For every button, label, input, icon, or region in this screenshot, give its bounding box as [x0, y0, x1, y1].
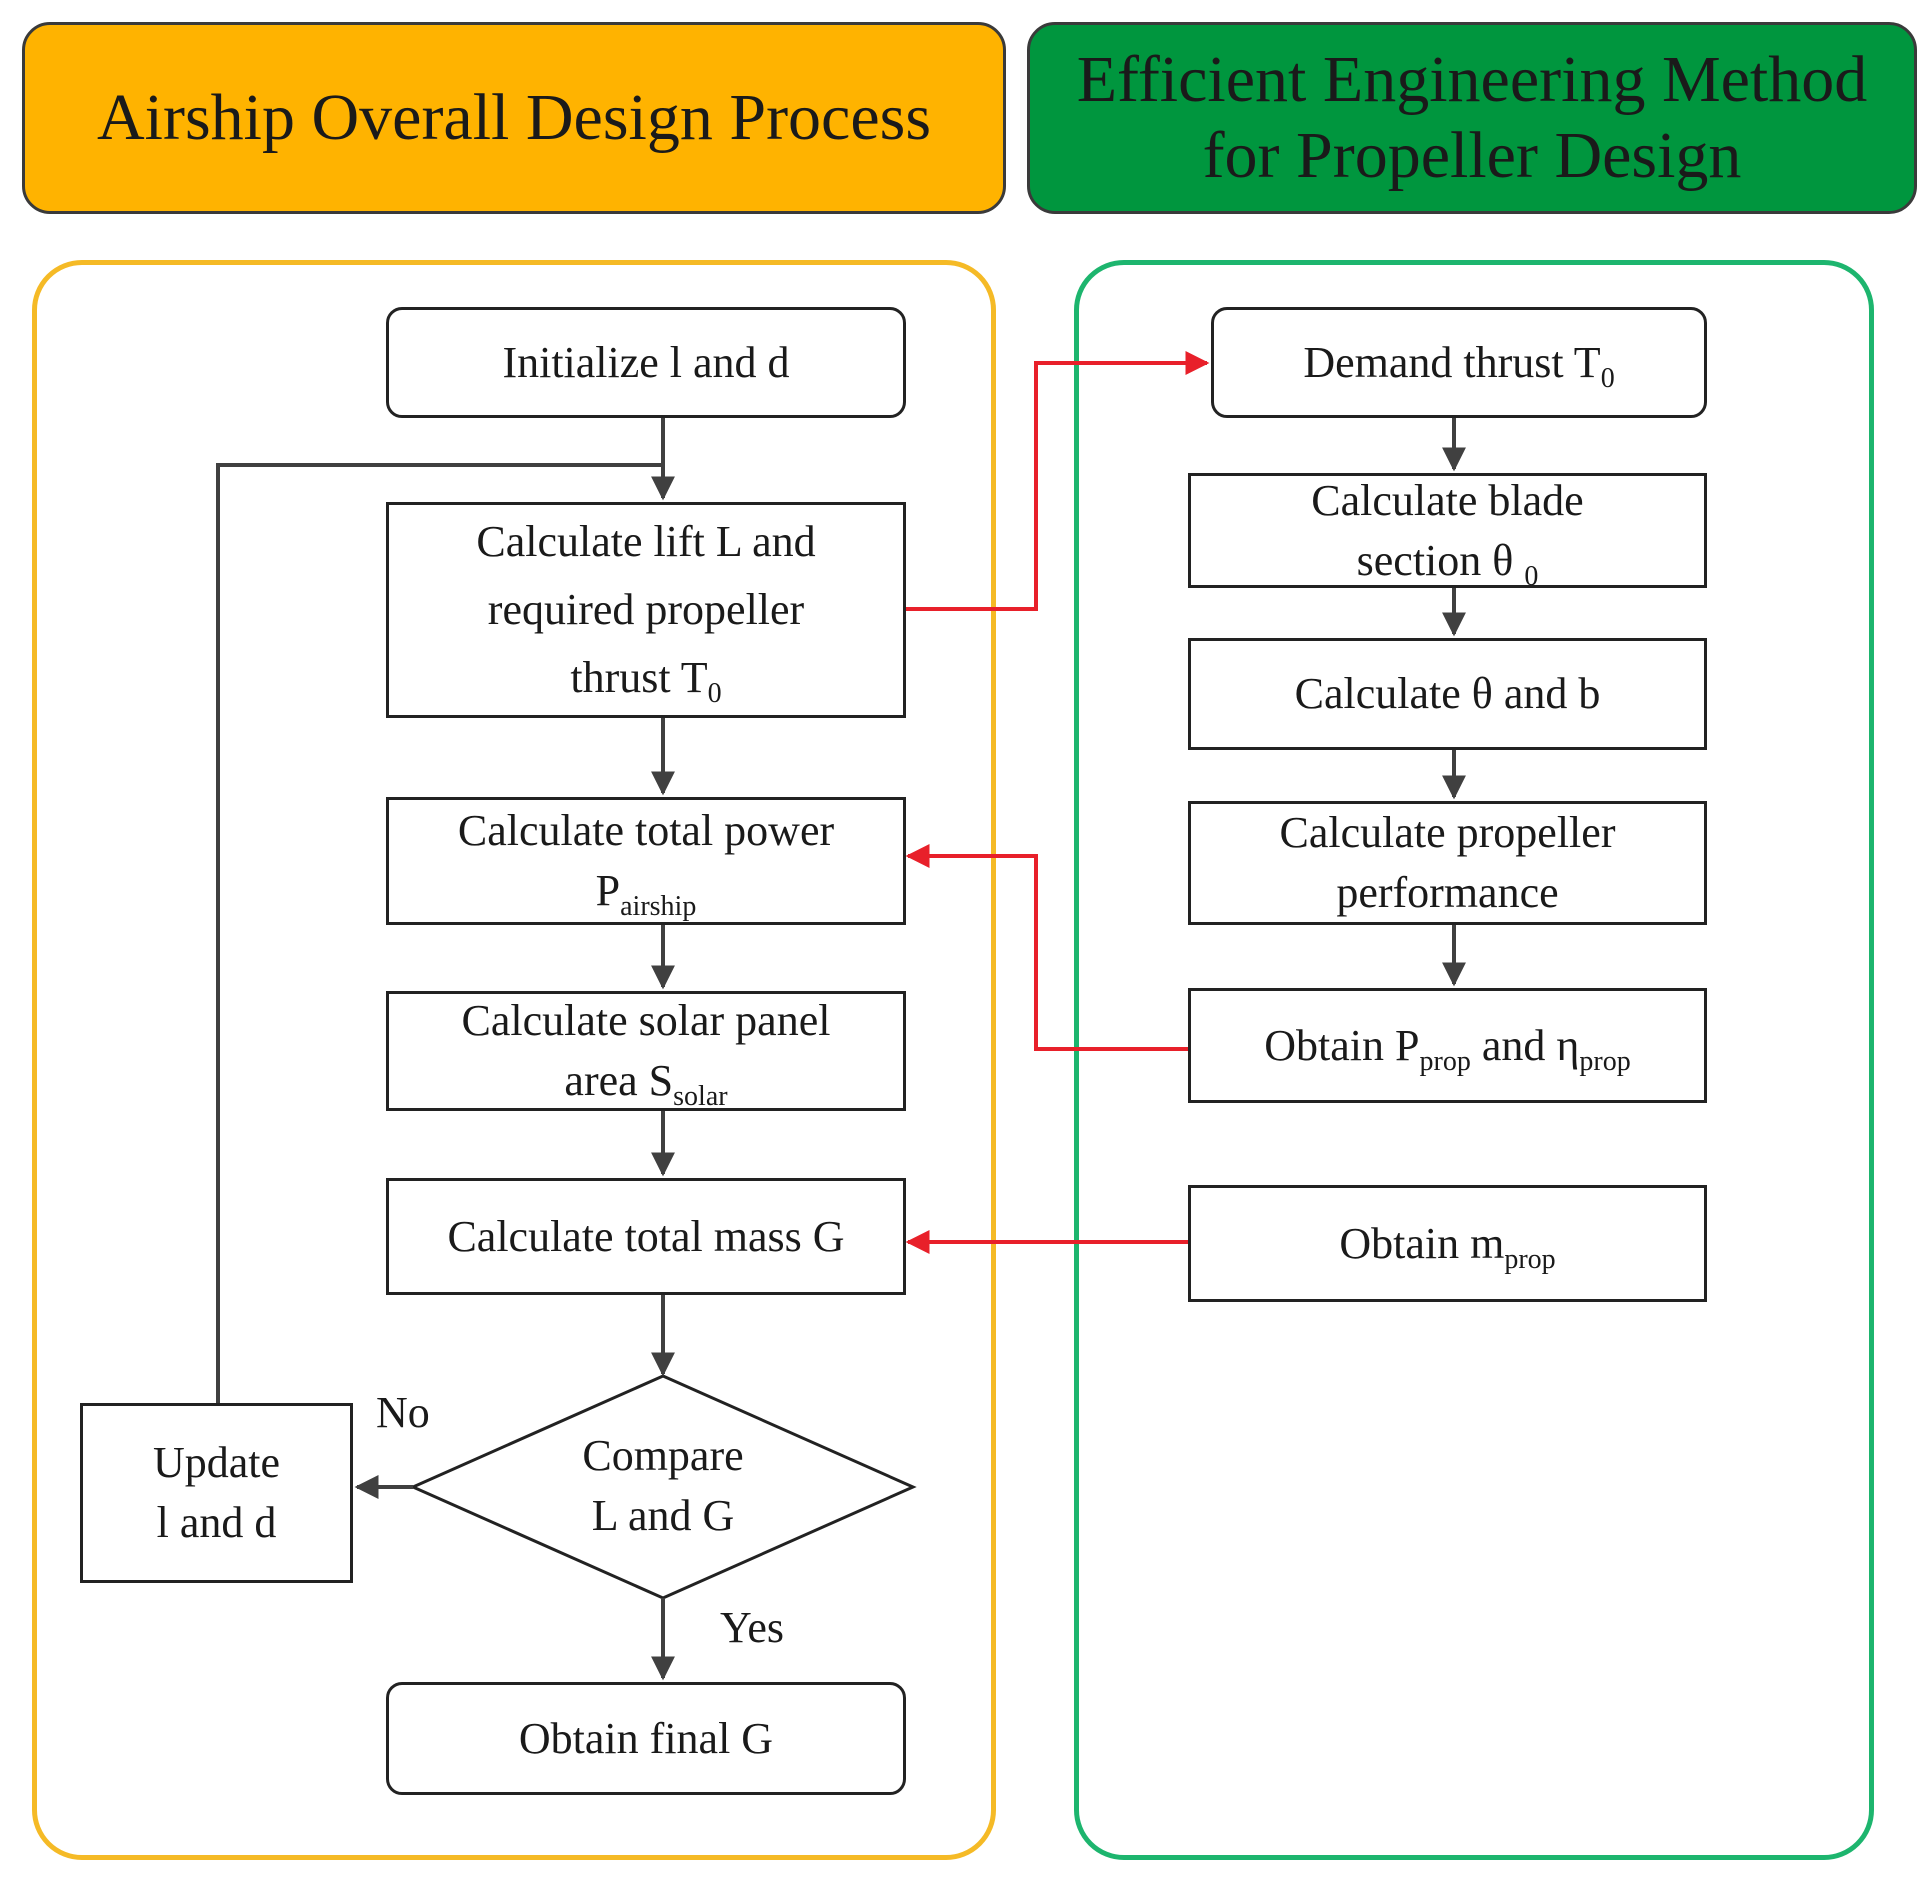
- update-line2: l and d: [156, 1498, 277, 1547]
- airship-design-header: Airship Overall Design Process: [22, 22, 1006, 214]
- initialize-box: Initialize l and d: [386, 307, 906, 418]
- calculate-theta-b-box: Calculate θ and b: [1188, 638, 1707, 750]
- update-box: Update l and d: [80, 1403, 353, 1583]
- calculate-mass-box: Calculate total mass G: [386, 1178, 906, 1295]
- calculate-solar-line2: area Ssolar: [564, 1056, 728, 1112]
- obtain-mprop-text: Obtain mprop: [1339, 1218, 1556, 1275]
- calculate-lift-line1: Calculate lift L and: [476, 517, 816, 566]
- calculate-lift-box: Calculate lift L and required propeller …: [386, 502, 906, 718]
- red-arrow-lift-to-demand: [906, 351, 1210, 611]
- obtain-final-text: Obtain final G: [518, 1713, 774, 1763]
- obtain-mprop-box: Obtain mprop: [1188, 1185, 1707, 1302]
- calculate-power-box: Calculate total power Pairship: [386, 797, 906, 925]
- calculate-mass-text: Calculate total mass G: [447, 1211, 845, 1261]
- calculate-solar-box: Calculate solar panel area Ssolar: [386, 991, 906, 1111]
- no-label: No: [376, 1388, 430, 1437]
- propeller-method-frame: [1074, 260, 1874, 1860]
- airship-process-frame: [32, 260, 996, 1860]
- propeller-method-header-line1: Efficient Engineering Method: [1076, 43, 1868, 116]
- propeller-method-header-line2: for Propeller Design: [1202, 119, 1742, 192]
- calculate-lift-line3: thrust T0: [570, 653, 722, 709]
- calculate-performance-line1: Calculate propeller: [1279, 808, 1616, 857]
- calculate-performance-box: Calculate propeller performance: [1188, 801, 1707, 925]
- compare-line2: L and G: [591, 1491, 735, 1540]
- initialize-text: Initialize l and d: [502, 337, 790, 387]
- compare-line1: Compare: [582, 1431, 744, 1480]
- calculate-theta-b-text: Calculate θ and b: [1294, 669, 1601, 718]
- propeller-method-header: Efficient Engineering Method for Propell…: [1027, 22, 1917, 214]
- calculate-performance-line2: performance: [1336, 868, 1559, 917]
- calculate-lift-line2: required propeller: [487, 585, 805, 634]
- update-line1: Update: [152, 1438, 281, 1487]
- calculate-solar-line1: Calculate solar panel: [461, 996, 831, 1045]
- red-arrow-obtainp-to-power: [905, 844, 1188, 1051]
- airship-design-header-title: Airship Overall Design Process: [96, 81, 932, 154]
- demand-thrust-text: Demand thrust T0: [1303, 337, 1615, 394]
- calculate-blade-line1: Calculate blade: [1311, 475, 1584, 525]
- calculate-power-line1: Calculate total power: [457, 806, 835, 855]
- demand-thrust-box: Demand thrust T0: [1211, 307, 1707, 418]
- calculate-blade-line2: section θ 0: [1356, 535, 1539, 592]
- obtain-final-box: Obtain final G: [386, 1682, 906, 1795]
- calculate-power-line2: Pairship: [595, 866, 697, 922]
- obtain-pprop-text: Obtain Pprop and ηprop: [1264, 1020, 1631, 1077]
- loop-back-arrow: [216, 463, 663, 1403]
- obtain-pprop-box: Obtain Pprop and ηprop: [1188, 988, 1707, 1103]
- compare-text-block: Compare L and G: [523, 1421, 803, 1551]
- calculate-blade-box: Calculate blade section θ 0: [1188, 473, 1707, 592]
- yes-label: Yes: [720, 1603, 785, 1652]
